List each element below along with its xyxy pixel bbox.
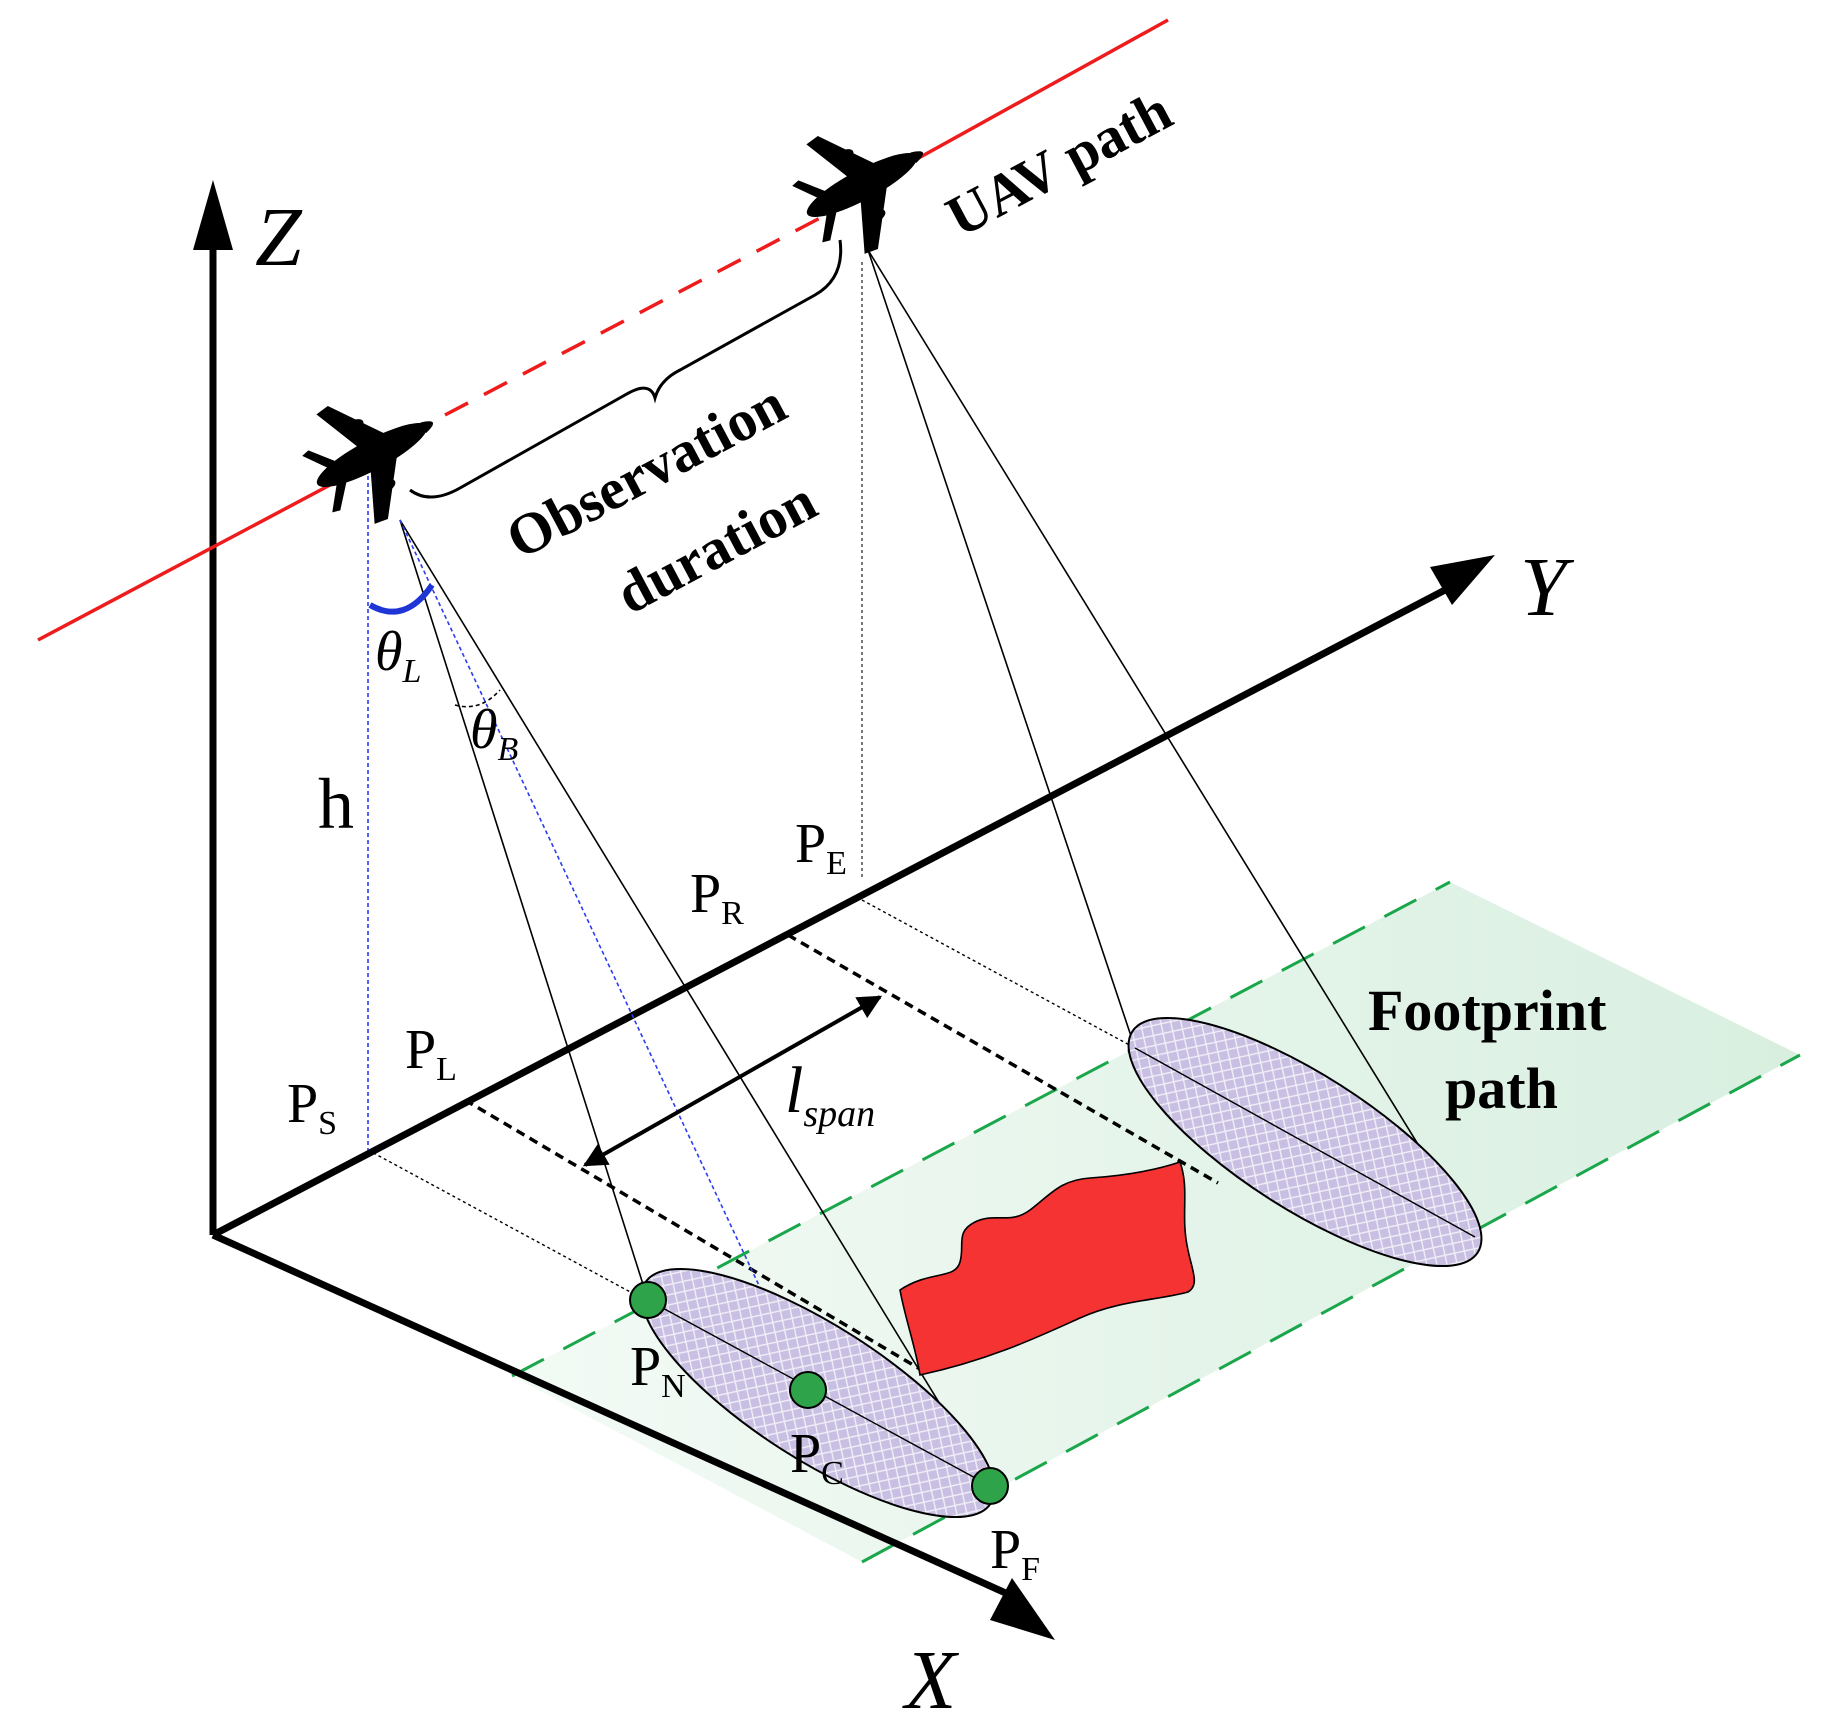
x-axis-label: X bbox=[902, 1634, 960, 1722]
z-axis-label: Z bbox=[255, 191, 303, 284]
uav-path-line-start bbox=[37, 483, 331, 642]
beam-near-edge-2 bbox=[867, 249, 1136, 1049]
footprint-ellipse-far bbox=[1127, 1016, 1483, 1268]
height-label: h bbox=[318, 764, 354, 844]
x-axis-arrowhead bbox=[990, 1578, 1055, 1640]
z-axis-arrowhead bbox=[193, 180, 233, 250]
point-label-pe: PE bbox=[795, 813, 847, 882]
uav-path-dashed bbox=[444, 216, 821, 417]
uav-path-label: UAV path bbox=[936, 77, 1182, 249]
point-label-pc: PC bbox=[790, 1423, 844, 1492]
point-label-pr: PR bbox=[690, 863, 744, 932]
target-region bbox=[899, 1160, 1196, 1376]
point-label-pf: PF bbox=[990, 1519, 1040, 1588]
point-label-pn: PN bbox=[630, 1336, 686, 1405]
point-label-pl: PL bbox=[405, 1019, 457, 1088]
uav-airplane-icon bbox=[777, 96, 953, 271]
x-axis bbox=[211, 1231, 1012, 1599]
uav-airplane-icon bbox=[287, 366, 463, 541]
dashed-line-pr bbox=[787, 933, 1219, 1185]
y-axis bbox=[211, 586, 1447, 1239]
span-arrow bbox=[582, 995, 883, 1167]
theta-l-label: θL bbox=[375, 621, 421, 690]
observation-brace bbox=[409, 239, 843, 499]
y-axis-label: Y bbox=[1520, 541, 1575, 634]
ground-line-pe bbox=[861, 899, 1136, 1049]
beam-center-line bbox=[399, 519, 809, 1391]
footprint-label-line2: path bbox=[1445, 1056, 1558, 1121]
span-label: lspan bbox=[785, 1054, 875, 1135]
beam-near-edge-1 bbox=[399, 519, 649, 1301]
theta-b-arc bbox=[454, 689, 501, 708]
point-label-ps: PS bbox=[287, 1073, 337, 1142]
footprint-edge-lower bbox=[861, 1053, 1801, 1564]
uav-path-line-end bbox=[914, 18, 1169, 162]
beam-far-edge-2 bbox=[867, 249, 1476, 1238]
point-marker-pn bbox=[629, 1281, 667, 1319]
y-axis-arrowhead bbox=[1430, 555, 1495, 605]
theta-b-label: θB bbox=[470, 699, 519, 768]
footprint-label-line1: Footprint bbox=[1368, 978, 1607, 1043]
ground-line-ps bbox=[367, 1149, 646, 1301]
point-marker-pc bbox=[789, 1371, 827, 1409]
point-marker-pf bbox=[971, 1467, 1009, 1505]
theta-l-arc bbox=[368, 583, 435, 615]
